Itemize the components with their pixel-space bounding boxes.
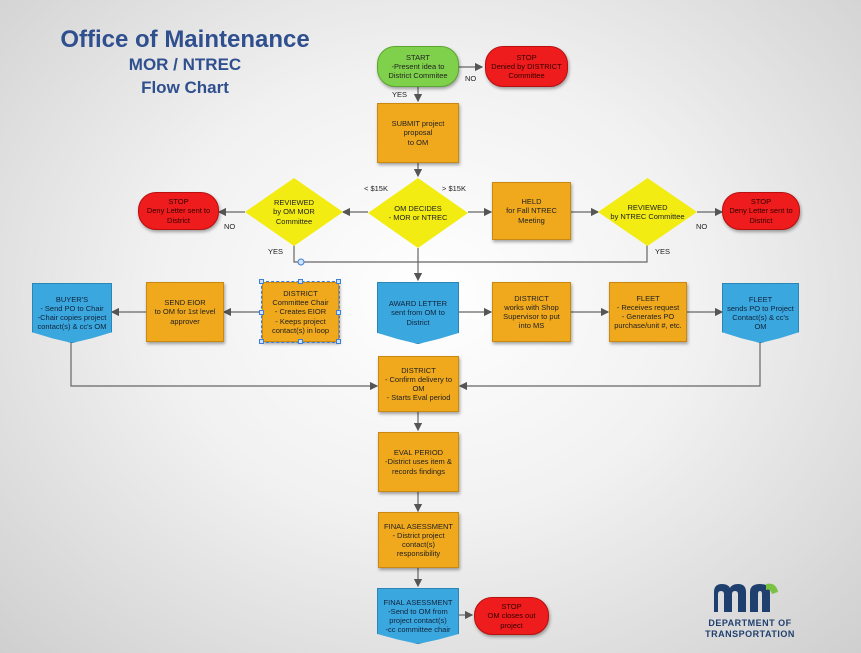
label-yes-right: YES: [655, 247, 671, 256]
chart-title: Office of Maintenance: [60, 26, 310, 53]
label-yes-top: YES: [392, 90, 408, 99]
mn-logo-mark: [714, 583, 778, 612]
label-yes-left: YES: [268, 247, 284, 256]
logo-line-2: TRANSPORTATION: [705, 629, 795, 639]
label-over-15k: > $15K: [442, 184, 466, 193]
eval-period-node: EVAL PERIOD-District uses item &records …: [378, 432, 459, 492]
resize-handle-right[interactable]: [336, 310, 341, 315]
label-no-top: NO: [465, 74, 477, 83]
mndot-logo: DEPARTMENT OF TRANSPORTATION: [700, 578, 800, 640]
om-decides-decision: OM DECIDES- MOR or NTREC: [368, 178, 468, 248]
resize-handle-bottom-right[interactable]: [336, 339, 341, 344]
label-no-right: NO: [696, 222, 708, 231]
label-under-15k: < $15K: [364, 184, 388, 193]
resize-handle-top[interactable]: [298, 279, 303, 284]
chart-subtitle-2: Flow Chart: [141, 78, 229, 97]
resize-handle-top-right[interactable]: [336, 279, 341, 284]
buyers-document: BUYER'S- Send PO to Chair-Chair copies p…: [32, 283, 112, 343]
resize-handle-bottom[interactable]: [298, 339, 303, 344]
label-no-left: NO: [224, 222, 236, 231]
resize-handle-top-left[interactable]: [259, 279, 264, 284]
chart-subtitle: MOR / NTREC: [128, 55, 242, 74]
resize-handle-left[interactable]: [259, 310, 264, 315]
logo-line-1: DEPARTMENT OF: [708, 618, 792, 628]
resize-handle-bottom-left[interactable]: [259, 339, 264, 344]
